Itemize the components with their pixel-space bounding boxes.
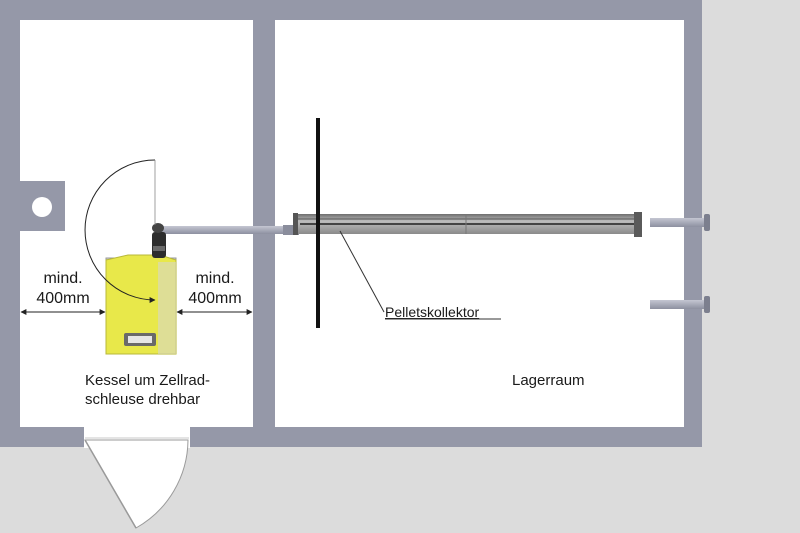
pellet-collector-label: Pelletskollektor [385,304,479,320]
door-swing-icon [84,426,190,529]
rotation-arc [84,159,156,303]
kessel-caption-2: schleuse drehbar [85,391,200,408]
filling-coupling-lower [650,296,710,313]
filling-coupling-upper [650,214,710,231]
pellet-boiler-icon [105,254,177,355]
min-right-text-2: 400mm [188,290,241,307]
partition-bar [316,118,320,328]
rotary-valve-icon [152,223,166,258]
min-left-text-2: 400mm [36,290,89,307]
min-left-text-1: mind. [43,270,82,287]
conveyor-pipe [160,225,299,235]
kessel-caption-1: Kessel um Zellrad- [85,372,210,389]
chimney-connection-icon [18,181,65,231]
pellet-collector-tube [293,212,642,237]
collector-leader-line [339,230,385,313]
min-right-text-1: mind. [195,270,234,287]
storage-room-label: Lagerraum [512,372,585,389]
